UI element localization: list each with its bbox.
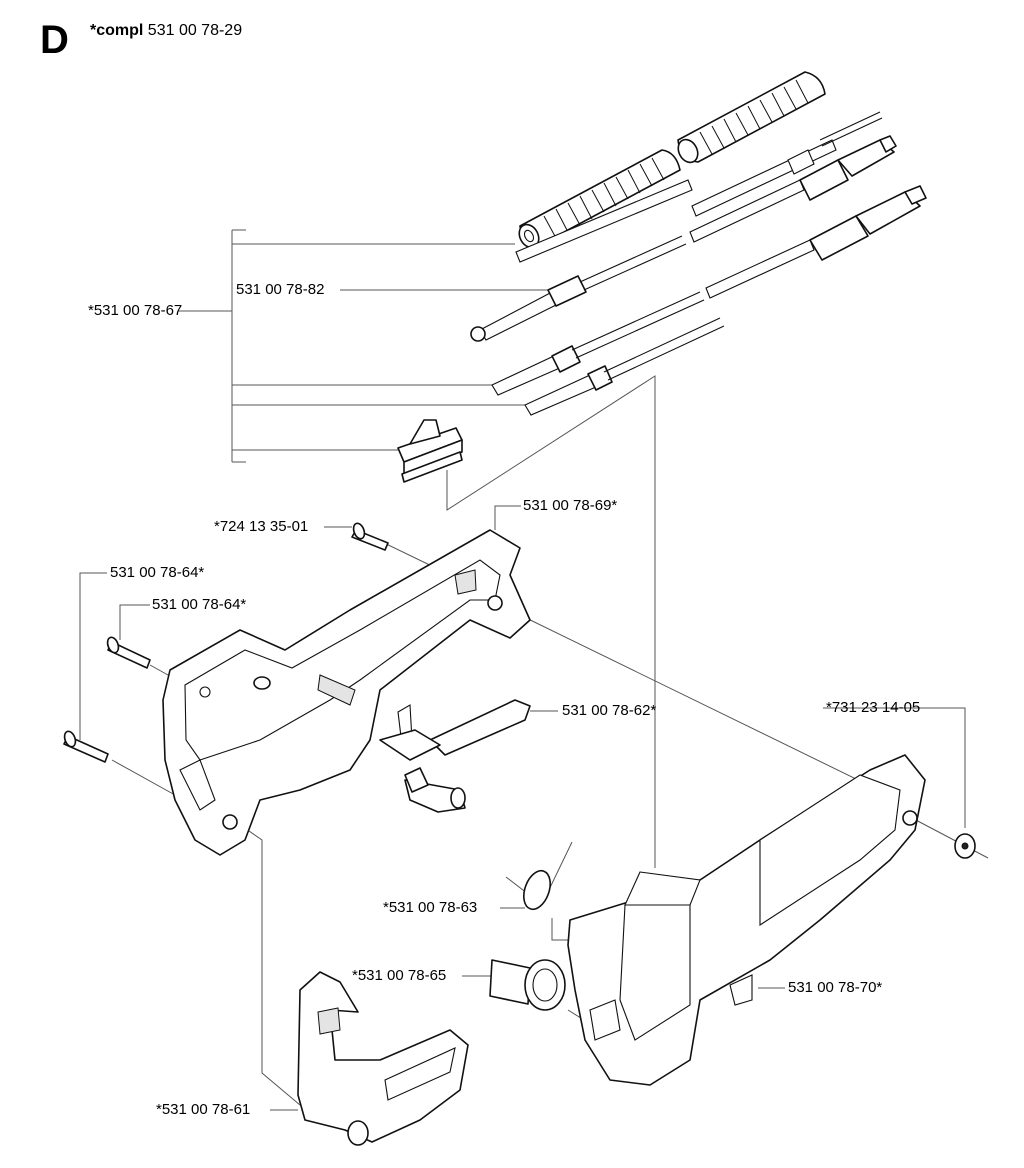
label-531-00-78-64-a: 531 00 78-64*: [110, 564, 205, 581]
label-531-00-78-70: 531 00 78-70*: [788, 979, 883, 996]
handle-half-69: [162, 529, 531, 856]
label-531-00-78-65: *531 00 78-65: [352, 967, 447, 984]
section-letter: D: [40, 18, 69, 62]
label-531-00-78-62: 531 00 78-62*: [562, 702, 657, 719]
spring-right: [677, 71, 826, 164]
screw-724: [351, 522, 389, 551]
compl-number: 531 00 78-29: [147, 22, 243, 39]
spring-ring-63: [523, 869, 551, 911]
label-531-00-78-69: 531 00 78-69*: [523, 497, 618, 514]
label-531-00-78-67: *531 00 78-67: [88, 302, 183, 319]
lock-off-slider: [397, 419, 463, 483]
label-731-23-14-05: *731 23 14-05: [826, 699, 921, 716]
handle-housing-70: [567, 754, 926, 1086]
label-531-00-78-63: *531 00 78-63: [383, 899, 478, 916]
label-531-00-78-64-b: 531 00 78-64*: [152, 596, 247, 613]
throttle-trigger-62: [379, 699, 531, 813]
screw-64-lower: [63, 730, 109, 763]
label-531-00-78-61: *531 00 78-61: [156, 1101, 251, 1118]
leader-lines: [79, 229, 989, 1111]
label-531-00-78-82: 531 00 78-82: [236, 281, 325, 298]
spring-left: [518, 149, 681, 249]
screw-64-upper: [106, 636, 151, 669]
button-65: [489, 959, 566, 1011]
nut-731: [954, 833, 976, 859]
compl-prefix: *compl: [90, 22, 144, 39]
complete-assembly-number: *compl 531 00 78-29: [90, 22, 242, 40]
throttle-cable-rods: [470, 111, 927, 416]
lever-61: [297, 971, 469, 1146]
label-724-13-35-01: *724 13 35-01: [214, 518, 309, 535]
